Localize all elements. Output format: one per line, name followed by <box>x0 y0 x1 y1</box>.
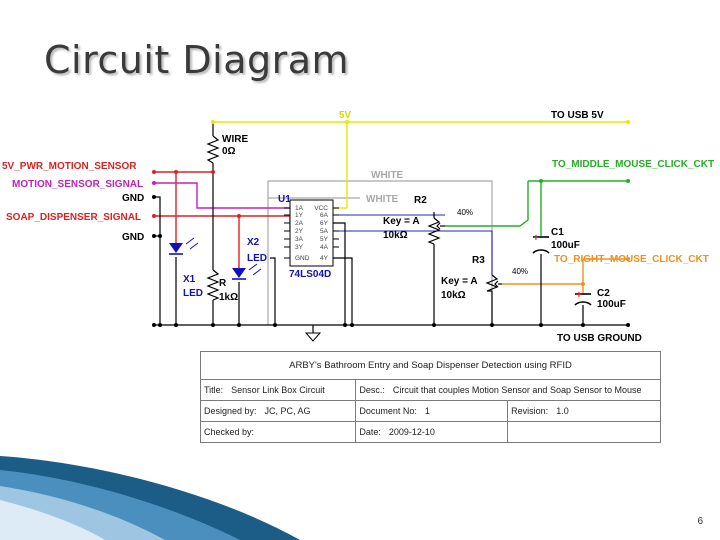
chip-pin-left: 3Y <box>295 244 304 251</box>
chip-pin-left: 2Y <box>295 228 304 235</box>
circuit-schematic: 1A 1Y 2A 2Y 3A 3Y GND VCC 6A 6Y 5A 5Y 4A… <box>2 110 714 344</box>
chip-pin-left: 2A <box>295 220 304 227</box>
label-r: R <box>219 278 227 289</box>
net-motion-signal <box>154 182 290 209</box>
label-x2: X2 <box>247 237 260 248</box>
label-chip-part: 74LS04D <box>289 269 331 280</box>
label-5v-pwr-motion-sensor: 5V_PWR_MOTION_SENSOR <box>2 161 137 172</box>
label-c1-value: 100uF <box>551 240 580 251</box>
label-r3-value: 10kΩ <box>441 290 466 301</box>
label-soap-dispenser-signal: SOAP_DISPENSER_SIGNAL <box>6 212 141 223</box>
desc-value: Circuit that couples Motion Sensor and S… <box>392 385 642 395</box>
capacitor-c2 <box>574 293 592 306</box>
docno-cell: Document No: 1 <box>355 400 509 422</box>
ground-symbol <box>304 332 322 342</box>
label-c2-plus: + <box>576 290 582 301</box>
label-white-1: WHITE <box>371 170 404 181</box>
chip-pin-left: 1Y <box>295 212 304 219</box>
title-block-header: ARBY's Bathroom Entry and Soap Dispenser… <box>200 351 661 380</box>
chip-pins-right: VCC 6A 6Y 5A 5Y 4A 4Y <box>314 205 328 262</box>
label-to-right-click: TO_RIGHT_MOUSE_CLICK_CKT <box>554 254 709 265</box>
led-x1 <box>169 237 199 255</box>
title-block: ARBY's Bathroom Entry and Soap Dispenser… <box>199 351 661 443</box>
chip-u1-body <box>289 199 334 267</box>
empty-cell <box>507 421 661 443</box>
net-middle-click <box>445 180 628 236</box>
label-r3-key: Key = A <box>441 276 478 287</box>
net-chip-blue <box>333 214 493 275</box>
designed-label: Designed by: <box>204 406 257 416</box>
capacitor-c1 <box>532 236 550 254</box>
chip-pin-right: VCC <box>314 205 328 212</box>
label-c1: C1 <box>551 227 564 238</box>
label-gnd-2: GND <box>122 232 144 243</box>
desc-cell: Desc.: Circuit that couples Motion Sensor… <box>355 379 661 401</box>
label-to-usb-ground: TO USB GROUND <box>557 333 642 344</box>
chip-pin-right: 6Y <box>320 220 329 227</box>
label-r2: R2 <box>414 195 427 206</box>
label-x1-type: LED <box>183 288 203 299</box>
chip-pin-right: 4Y <box>320 255 329 262</box>
label-u1: U1 <box>278 194 291 205</box>
date-label: Date: <box>359 427 381 437</box>
title-label: Title: <box>204 385 224 395</box>
label-motion-sensor-signal: MOTION_SENSOR_SIGNAL <box>12 179 143 190</box>
chip-pin-left: 3A <box>295 236 304 243</box>
checked-label: Checked by: <box>204 427 255 437</box>
revision-cell: Revision: 1.0 <box>507 400 661 422</box>
label-wire-value: 0Ω <box>222 146 236 157</box>
slide-title: Circuit Diagram <box>44 38 350 82</box>
revision-label: Revision: <box>511 406 549 416</box>
label-c2: C2 <box>597 288 610 299</box>
label-r2-percent: 40% <box>457 208 473 217</box>
docno-label: Document No: <box>359 406 417 416</box>
title-value: Sensor Link Box Circuit <box>231 385 325 395</box>
label-r2-value: 10kΩ <box>383 230 408 241</box>
designed-cell: Designed by: JC, PC, AG <box>199 400 357 422</box>
label-x2-type: LED <box>247 253 267 264</box>
white-enclosure <box>267 180 493 325</box>
resistor-r <box>206 269 220 301</box>
chip-pin-right: 5A <box>320 228 329 235</box>
label-wire: WIRE <box>222 134 248 145</box>
desc-label: Desc.: <box>359 385 385 395</box>
label-r3-percent: 40% <box>512 267 528 276</box>
title-cell: Title: Sensor Link Box Circuit <box>199 379 357 401</box>
page-number: 6 <box>697 516 703 527</box>
label-5v: 5V <box>339 110 352 121</box>
led-x2 <box>232 263 262 280</box>
potentiometer-r3 <box>485 274 502 292</box>
chip-pin-right: 5Y <box>320 236 329 243</box>
docno-value: 1 <box>424 406 430 416</box>
label-to-usb-5v: TO USB 5V <box>551 110 604 121</box>
date-cell: Date: 2009-12-10 <box>355 421 509 443</box>
designed-value: JC, PC, AG <box>264 406 311 416</box>
chip-pin-right: 6A <box>320 212 329 219</box>
label-r2-key: Key = A <box>383 216 420 227</box>
chip-pin-left: GND <box>295 255 310 262</box>
chip-u1-pins <box>284 207 339 259</box>
junction-dots <box>152 120 630 327</box>
label-r-value: 1kΩ <box>219 292 238 303</box>
label-r3: R3 <box>472 255 485 266</box>
label-x1: X1 <box>183 274 196 285</box>
chip-pins-left: 1A 1Y 2A 2Y 3A 3Y GND <box>295 205 310 262</box>
label-c1-plus: + <box>533 233 539 244</box>
chip-pin-left: 1A <box>295 205 304 212</box>
potentiometer-r2 <box>427 217 445 245</box>
chip-pin-right: 4A <box>320 244 329 251</box>
label-c2-value: 100uF <box>597 299 626 310</box>
label-white-2: WHITE <box>366 194 399 205</box>
date-value: 2009-12-10 <box>388 427 435 437</box>
label-to-middle-click: TO_MIDDLE_MOUSE_CLICK_CKT <box>552 159 714 170</box>
label-gnd-1: GND <box>122 193 144 204</box>
checked-cell: Checked by: <box>199 421 357 443</box>
revision-value: 1.0 <box>556 406 569 416</box>
wire-resistor <box>206 135 220 164</box>
net-right-click <box>502 258 628 293</box>
